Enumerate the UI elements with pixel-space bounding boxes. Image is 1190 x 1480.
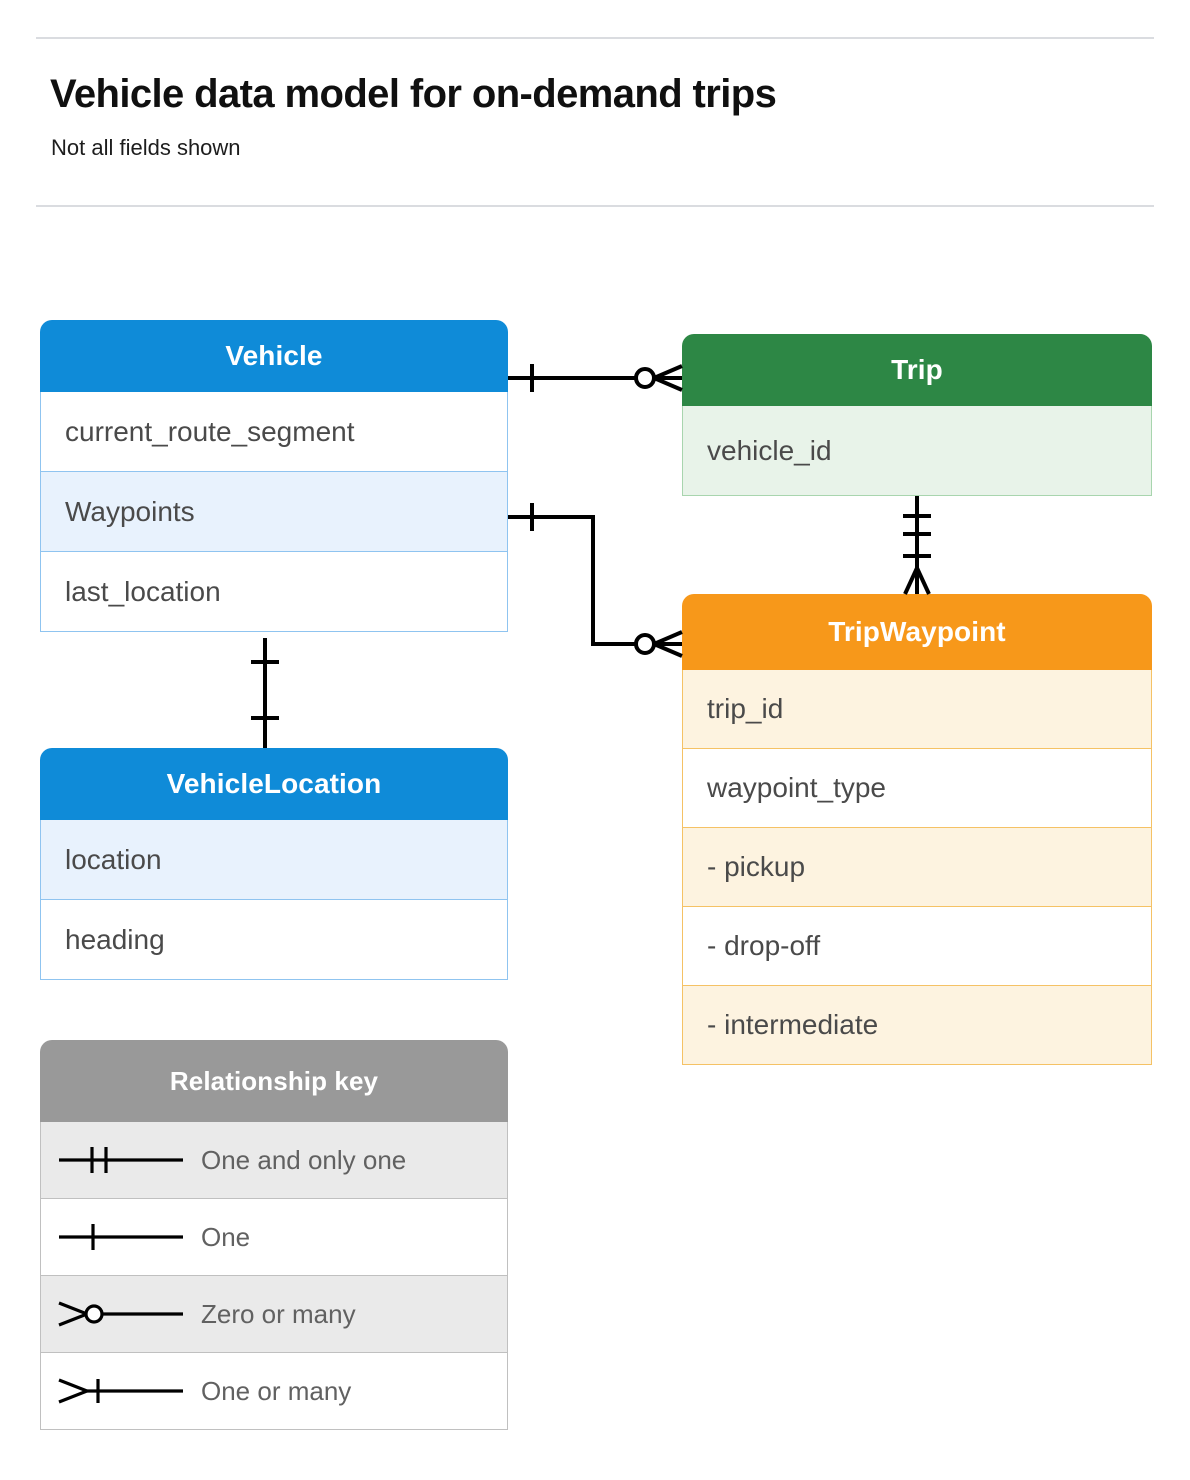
entity-vehicle-field-last-location[interactable]: last_location bbox=[40, 552, 508, 632]
zero-or-many-icon bbox=[41, 1276, 201, 1352]
entity-vehiclelocation-field-heading[interactable]: heading bbox=[40, 900, 508, 980]
entity-tripwaypoint-field-trip-id[interactable]: trip_id bbox=[682, 670, 1152, 749]
entity-tripwaypoint-enum-pickup[interactable]: - pickup bbox=[682, 828, 1152, 907]
entity-vehiclelocation-field-location[interactable]: location bbox=[40, 820, 508, 900]
entity-trip-title: Trip bbox=[682, 334, 1152, 406]
legend-label-one: One bbox=[201, 1221, 251, 1252]
entity-trip-field-vehicle-id[interactable]: vehicle_id bbox=[682, 406, 1152, 496]
legend-item-one-or-many[interactable]: One or many bbox=[40, 1353, 508, 1430]
one-icon bbox=[41, 1199, 201, 1275]
relationship-vehicle-vehiclelocation bbox=[251, 638, 279, 748]
legend-label-zero-or-many: Zero or many bbox=[201, 1298, 356, 1329]
legend-item-one[interactable]: One bbox=[40, 1199, 508, 1276]
one-or-many-icon bbox=[41, 1353, 201, 1429]
entity-tripwaypoint-field-waypoint-type[interactable]: waypoint_type bbox=[682, 749, 1152, 828]
legend-item-one-and-only-one[interactable]: One and only one bbox=[40, 1122, 508, 1199]
relationship-waypoints-tripwaypoint bbox=[508, 503, 683, 658]
relationship-key-legend[interactable]: Relationship key One and only one bbox=[40, 1040, 508, 1430]
entity-vehicle[interactable]: Vehicle current_route_segment Waypoints … bbox=[40, 320, 508, 632]
one-and-only-one-icon bbox=[41, 1122, 201, 1198]
entity-tripwaypoint-enum-drop-off[interactable]: - drop-off bbox=[682, 907, 1152, 986]
entity-vehiclelocation-title: VehicleLocation bbox=[40, 748, 508, 820]
entity-vehicle-field-current-route-segment[interactable]: current_route_segment bbox=[40, 392, 508, 472]
entity-vehicle-field-waypoints[interactable]: Waypoints bbox=[40, 472, 508, 552]
legend-label-one-or-many: One or many bbox=[201, 1375, 352, 1406]
page-title: Vehicle data model for on-demand trips bbox=[50, 72, 777, 116]
legend-item-zero-or-many[interactable]: Zero or many bbox=[40, 1276, 508, 1353]
page-subtitle: Not all fields shown bbox=[51, 135, 241, 160]
header-divider-bottom bbox=[36, 205, 1154, 207]
relationship-vehicle-trip bbox=[508, 364, 683, 392]
entity-tripwaypoint-title: TripWaypoint bbox=[682, 594, 1152, 670]
legend-label-one-and-only-one: One and only one bbox=[201, 1144, 407, 1175]
entity-trip[interactable]: Trip vehicle_id bbox=[682, 334, 1152, 496]
entity-tripwaypoint[interactable]: TripWaypoint trip_id waypoint_type - pic… bbox=[682, 594, 1152, 1065]
entity-vehiclelocation[interactable]: VehicleLocation location heading bbox=[40, 748, 508, 980]
relationship-key-title: Relationship key bbox=[40, 1040, 508, 1122]
header-divider-top bbox=[36, 37, 1154, 39]
entity-tripwaypoint-enum-intermediate[interactable]: - intermediate bbox=[682, 986, 1152, 1065]
entity-vehicle-title: Vehicle bbox=[40, 320, 508, 392]
relationship-trip-tripwaypoint bbox=[903, 496, 931, 595]
